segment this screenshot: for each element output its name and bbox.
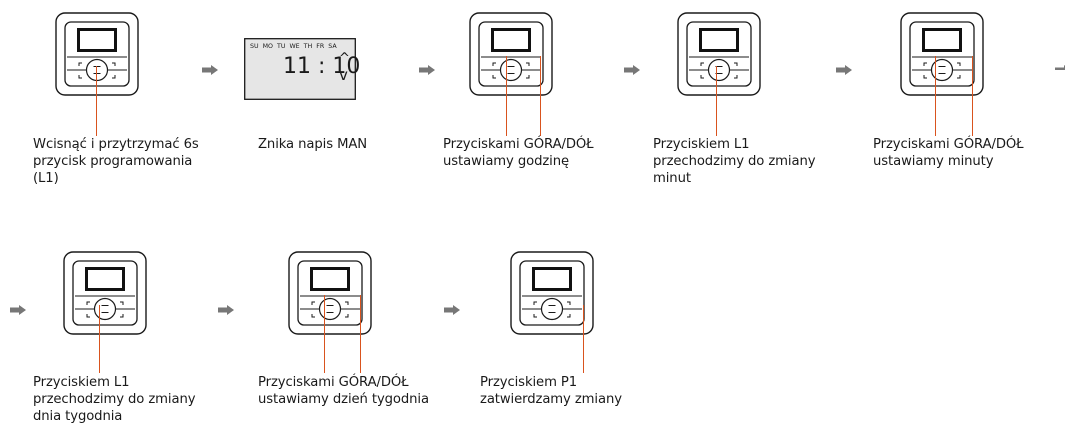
- device-step-6: [63, 251, 147, 335]
- lcd-time: 11 : 10: [283, 54, 361, 79]
- arrow-right-icon: [624, 60, 640, 75]
- device-step-8: [510, 251, 594, 335]
- arrow-right-icon: [1055, 60, 1065, 70]
- arrow-right-icon: [836, 60, 852, 75]
- leader-line: [716, 66, 718, 136]
- leader-line: [583, 305, 585, 373]
- lcd-down-icon: v: [339, 66, 348, 84]
- leader-line: [360, 295, 362, 373]
- leader-line: [324, 295, 326, 373]
- lcd-days: SU MO TU WE TH FR SA: [250, 43, 337, 50]
- leader-line: [935, 56, 937, 136]
- leader-line: [96, 66, 98, 136]
- leader-line: [540, 56, 542, 136]
- caption-step-6: Przyciskiem L1 przechodzimy do zmiany dn…: [33, 375, 196, 424]
- caption-step-4: Przyciskiem L1 przechodzimy do zmiany mi…: [653, 137, 816, 186]
- caption-step-1: Wcisnąć i przytrzymać 6s przycisk progra…: [33, 137, 199, 186]
- lcd-display: SU MO TU WE TH FR SA 11 : 10 ^ v: [244, 38, 360, 100]
- device-step-4: [677, 12, 761, 96]
- arrow-right-icon: [419, 60, 435, 75]
- arrow-right-icon: [202, 60, 218, 75]
- lcd-up-icon: ^: [339, 51, 350, 66]
- arrow-right-icon: [444, 300, 460, 315]
- caption-step-7: Przyciskami GÓRA/DÓŁ ustawiamy dzień tyg…: [258, 375, 429, 407]
- leader-line: [972, 56, 974, 136]
- caption-step-3: Przyciskami GÓRA/DÓŁ ustawiamy godzinę: [443, 137, 594, 169]
- arrow-right-icon: [10, 300, 26, 315]
- caption-step-5: Przyciskami GÓRA/DÓŁ ustawiamy minuty: [873, 137, 1024, 169]
- caption-step-8: Przyciskiem P1 zatwierdzamy zmiany: [480, 375, 622, 407]
- leader-line: [506, 56, 508, 136]
- arrow-right-icon: [218, 300, 234, 315]
- caption-step-2: Znika napis MAN: [258, 137, 368, 152]
- leader-line: [99, 305, 101, 373]
